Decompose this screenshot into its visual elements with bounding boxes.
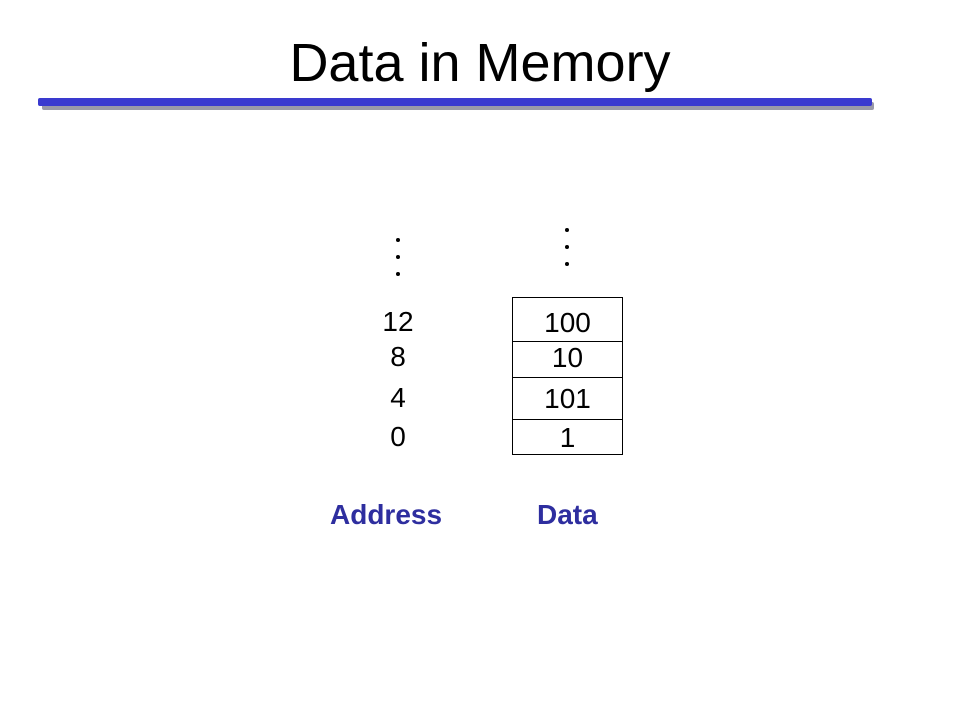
memory-cell: 101 [544, 383, 591, 414]
address-label: Address [330, 499, 443, 530]
cell-divider [513, 377, 622, 378]
address-value: 8 [390, 341, 406, 372]
address-value: 4 [390, 382, 406, 413]
memory-cell: 1 [559, 422, 576, 453]
title-underline-shadow [42, 102, 874, 110]
memory-table: 100 10 101 1 [512, 297, 623, 455]
address-value: 12 [382, 306, 414, 337]
address-value: 0 [390, 421, 406, 452]
address-ellipsis [389, 232, 409, 282]
data-label: Data [537, 499, 598, 530]
memory-cell: 100 [544, 307, 591, 338]
slide-title: Data in Memory [289, 33, 671, 93]
title-underline [38, 98, 872, 106]
memory-cell: 10 [551, 342, 584, 373]
data-ellipsis [558, 222, 578, 272]
cell-divider [513, 419, 622, 420]
cell-divider [513, 341, 622, 342]
